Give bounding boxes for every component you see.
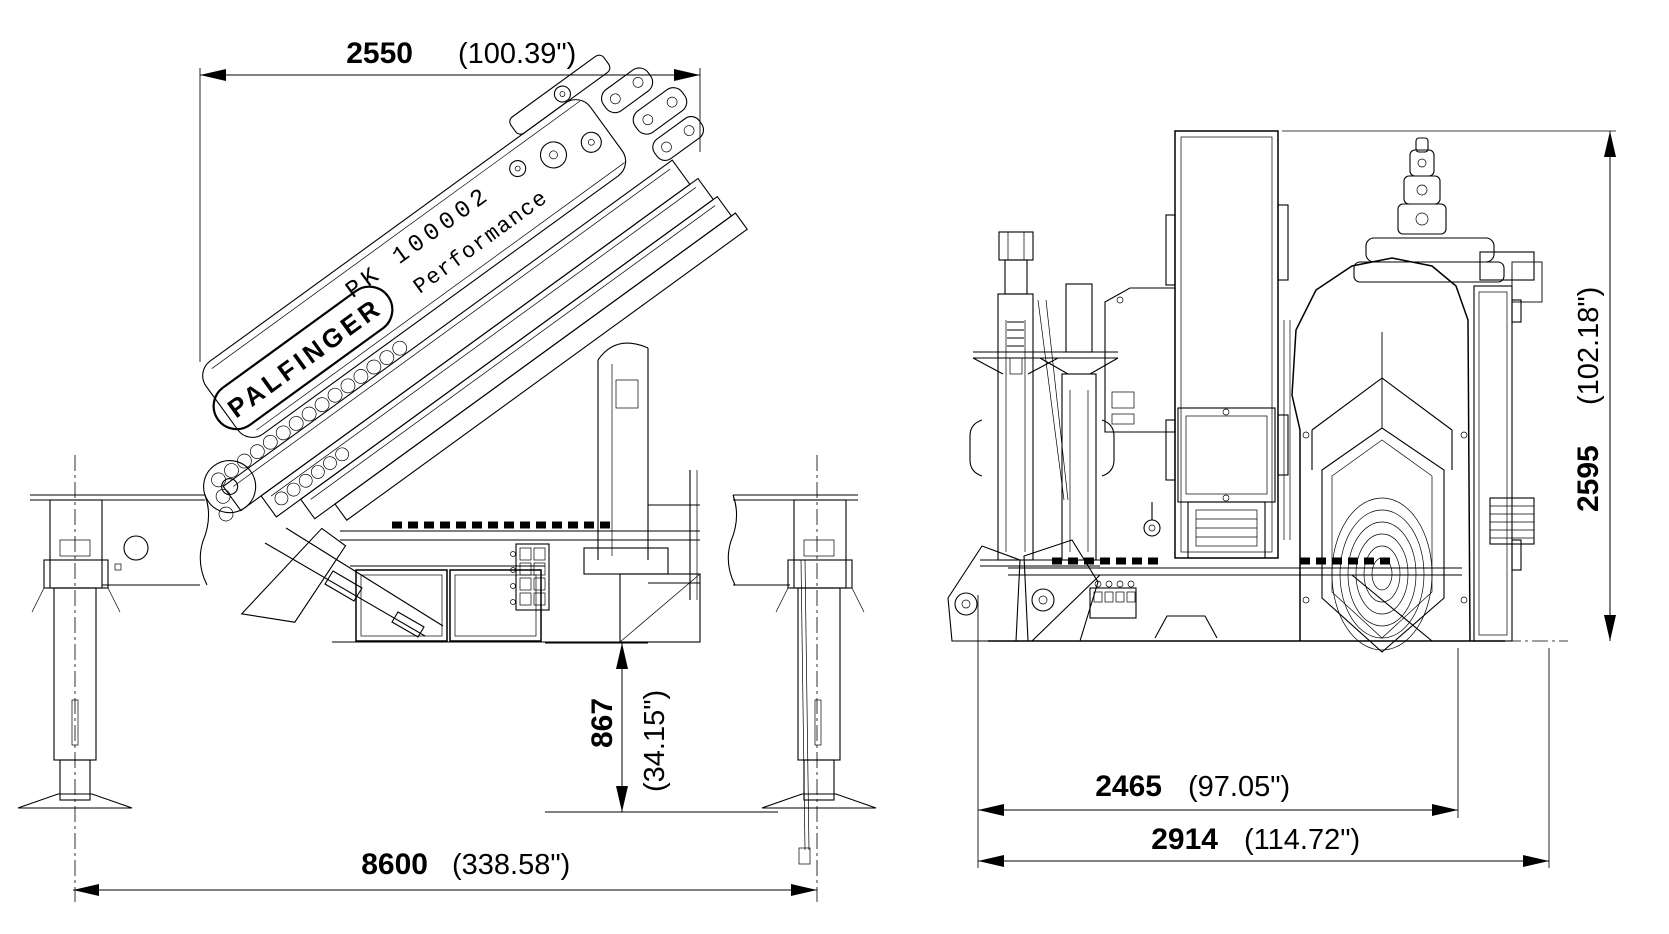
dimension-top-width: 2550 (100.39") (199, 37, 701, 362)
dim-2914-in: (114.72") (1244, 824, 1360, 856)
beam-break-line (727, 494, 738, 586)
beam-hole (123, 535, 149, 561)
dim-2595-in: (102.18") (1573, 287, 1605, 405)
dimension-inner-width: 2465 (97.05") (977, 595, 1459, 868)
storage-box-right (449, 569, 542, 642)
boom-assembly: PALFINGER PK 100002 Performance (202, 54, 748, 623)
leg-housing (49, 499, 103, 589)
leg-housing (793, 499, 847, 589)
accessory-box (1104, 287, 1176, 433)
rear-view (947, 130, 1568, 653)
subframe (619, 573, 701, 643)
stowed-outriggers (947, 231, 1137, 642)
side-view: PALFINGER PK 100002 Performance (17, 54, 877, 902)
outrigger-tower-2 (1061, 373, 1097, 561)
dim-867-mm: 867 (586, 698, 619, 748)
storage-box-left (355, 569, 448, 642)
dim-8600-in: (338.58") (452, 849, 570, 881)
outrigger-tower-1 (997, 293, 1034, 561)
dim-2595-mm: 2595 (1572, 445, 1605, 512)
hash-marks (1007, 321, 1024, 347)
boom-tip-links (601, 67, 705, 161)
handle-left (969, 419, 983, 477)
dimension-deck-height: 867 (34.15") (545, 642, 671, 812)
boom-head-sheaves (509, 85, 602, 178)
handle-right (1101, 419, 1115, 477)
dim-2550-mm: 2550 (346, 37, 413, 70)
foot-pad (761, 793, 877, 809)
pedestal (1291, 137, 1543, 653)
dimension-overall-height: 2595 (102.18") (1282, 130, 1616, 641)
boom-head-plate (509, 54, 611, 135)
inner-boom-tip (240, 527, 347, 623)
hose-chain-row (211, 340, 408, 522)
hose-bundle-ovals (1331, 497, 1433, 651)
crane-column (583, 342, 669, 575)
outrigger-left (17, 455, 210, 902)
base-deck (1008, 557, 1462, 642)
dimension-outrigger-span: 8600 (338.58") (73, 848, 817, 896)
dim-2914-mm: 2914 (1151, 823, 1218, 856)
boom-cross-section (1321, 427, 1445, 653)
side-panel (1473, 285, 1513, 642)
pulley-stack (1397, 137, 1447, 235)
vertical-boom (1104, 130, 1291, 559)
dim-8600-mm: 8600 (361, 848, 428, 881)
dim-2550-in: (100.39") (458, 38, 576, 70)
boom-pulley (203, 460, 257, 514)
palfinger-logo: PALFINGER (212, 285, 394, 431)
jack-plates (947, 539, 1137, 642)
beam-break-line (199, 494, 210, 586)
extension-sections (222, 159, 748, 521)
main-boom (202, 99, 627, 438)
dim-2465-in: (97.05") (1188, 771, 1290, 803)
dim-2465-mm: 2465 (1095, 770, 1162, 803)
winch-box (1177, 407, 1276, 503)
dim-867-in: (34.15") (639, 690, 671, 792)
hose-chain-row-2 (274, 447, 349, 506)
valve-block (510, 543, 550, 611)
dimension-overall-width: 2914 (114.72") (978, 648, 1550, 868)
dangling-links (264, 527, 444, 638)
base-frame (332, 521, 701, 643)
outrigger-right (648, 455, 877, 902)
leg-outer (797, 587, 841, 761)
